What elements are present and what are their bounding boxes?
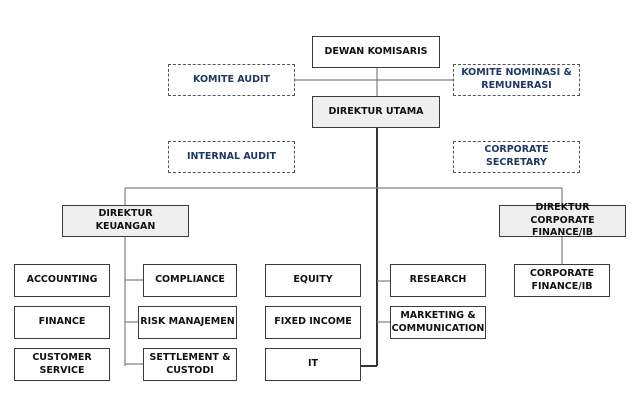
settlement-custodi-box: SETTLEMENT & CUSTODI (143, 348, 237, 381)
customer-service-box: CUSTOMER SERVICE (14, 348, 110, 381)
accounting-box: ACCOUNTING (14, 264, 110, 297)
equity-box: EQUITY (265, 264, 361, 297)
direktur-utama-box: DIREKTUR UTAMA (312, 96, 440, 128)
corporate-finance-ib-box: CORPORATE FINANCE/IB (514, 264, 610, 297)
compliance-box: COMPLIANCE (143, 264, 237, 297)
komite-audit-box: KOMITE AUDIT (168, 64, 295, 96)
marketing-communication-box: MARKETING & COMMUNICATION (390, 306, 486, 339)
internal-audit-box: INTERNAL AUDIT (168, 141, 295, 173)
it-box: IT (265, 348, 361, 381)
finance-box: FINANCE (14, 306, 110, 339)
direktur-corporate-finance-box: DIREKTUR CORPORATE FINANCE/IB (499, 202, 626, 238)
komite-nominasi-box: KOMITE NOMINASI & REMUNERASI (453, 64, 580, 96)
dewan-komisaris-box: DEWAN KOMISARIS (312, 36, 440, 68)
research-box: RESEARCH (390, 264, 486, 297)
risk-manajemen-box: RISK MANAJEMEN (138, 306, 237, 339)
corporate-secretary-box: CORPORATE SECRETARY (453, 141, 580, 173)
fixed-income-box: FIXED INCOME (265, 306, 361, 339)
direktur-keuangan-box: DIREKTUR KEUANGAN (62, 205, 189, 237)
